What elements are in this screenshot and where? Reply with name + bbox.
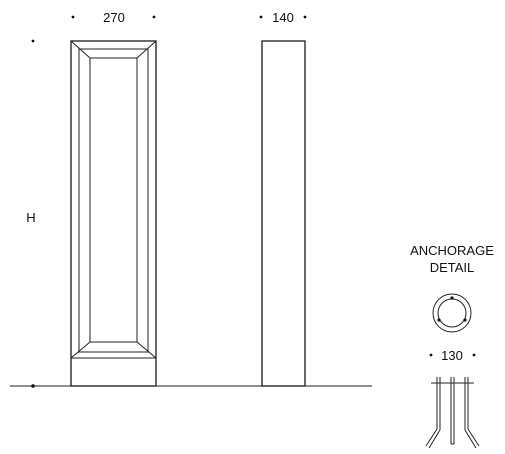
front-bevel-corner-tr bbox=[136, 40, 157, 59]
front-width-label: 270 bbox=[103, 10, 125, 25]
dimension-dot bbox=[152, 15, 156, 19]
anchor-bolt-right-hook bbox=[467, 428, 480, 447]
front-bevel-corner-bl bbox=[70, 341, 91, 359]
front-bevel-corner-tl bbox=[70, 40, 91, 59]
anchor-bolts-elevation bbox=[425, 377, 480, 449]
front-bevel-rect bbox=[78, 48, 149, 353]
anchor-bolt-left-hook bbox=[425, 428, 438, 447]
detail-title-line1: ANCHORAGE bbox=[410, 243, 494, 258]
anchor-bolt-right-hook bbox=[464, 429, 477, 449]
anchor-bolt-left-hook bbox=[428, 429, 441, 449]
bolt-hole bbox=[450, 296, 454, 300]
dimension-dot bbox=[31, 39, 35, 43]
side-elevation bbox=[261, 40, 306, 387]
bolt-hole bbox=[437, 318, 441, 322]
front-width-dimension: 270 bbox=[71, 10, 156, 25]
height-label: H bbox=[26, 210, 35, 225]
dimension-dot bbox=[71, 15, 75, 19]
dimension-dot bbox=[31, 384, 35, 388]
anchor-plate-inner bbox=[437, 298, 467, 328]
side-width-dimension: 140 bbox=[259, 10, 307, 25]
dimension-dot bbox=[472, 353, 476, 357]
detail-title-line2: DETAIL bbox=[430, 260, 475, 275]
height-dimension: H bbox=[26, 39, 36, 388]
dimension-dot bbox=[259, 15, 263, 19]
front-outer-frame bbox=[70, 40, 157, 387]
anchor-plate-plan bbox=[432, 293, 472, 333]
front-panel-rect bbox=[89, 57, 138, 343]
bolt-hole bbox=[463, 318, 467, 322]
anchorage-detail: ANCHORAGE DETAIL 130 bbox=[410, 243, 494, 449]
front-elevation bbox=[70, 40, 157, 387]
anchor-diameter-label: 130 bbox=[441, 348, 463, 363]
dimension-dot bbox=[303, 15, 307, 19]
anchor-plate-outer bbox=[432, 293, 472, 333]
side-width-label: 140 bbox=[272, 10, 294, 25]
front-bevel-corner-br bbox=[136, 341, 157, 359]
dimension-dot bbox=[429, 353, 433, 357]
